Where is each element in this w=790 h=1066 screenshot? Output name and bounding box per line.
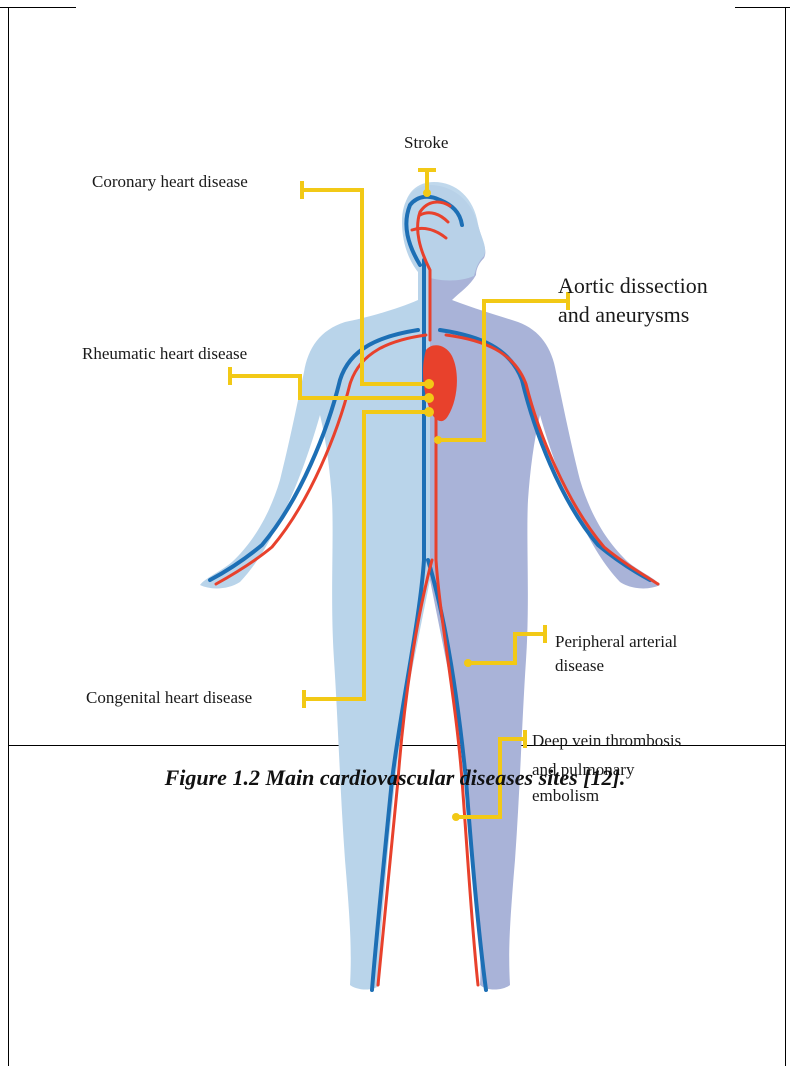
dot-aortic (434, 436, 442, 444)
label-peripheral-line2: disease (555, 656, 604, 676)
label-peripheral-line1: Peripheral arterial (555, 632, 677, 652)
head (404, 182, 485, 281)
label-congenital: Congenital heart disease (86, 688, 252, 708)
dot-coronary (424, 379, 434, 389)
label-rheumatic: Rheumatic heart disease (82, 344, 247, 364)
body-left-half (200, 185, 430, 990)
dot-congenital (424, 407, 434, 417)
dot-stroke (423, 189, 431, 197)
dot-dvt (452, 813, 460, 821)
label-stroke: Stroke (404, 133, 448, 153)
label-dvt-line1: Deep vein thrombosis (532, 731, 681, 751)
figure-caption: Figure 1.2 Main cardiovascular diseases … (0, 765, 790, 791)
dot-peripheral (464, 659, 472, 667)
label-aortic-line2: and aneurysms (558, 302, 689, 327)
dot-rheumatic (424, 393, 434, 403)
label-aortic-line1: Aortic dissection (558, 273, 708, 298)
label-coronary: Coronary heart disease (92, 172, 248, 192)
